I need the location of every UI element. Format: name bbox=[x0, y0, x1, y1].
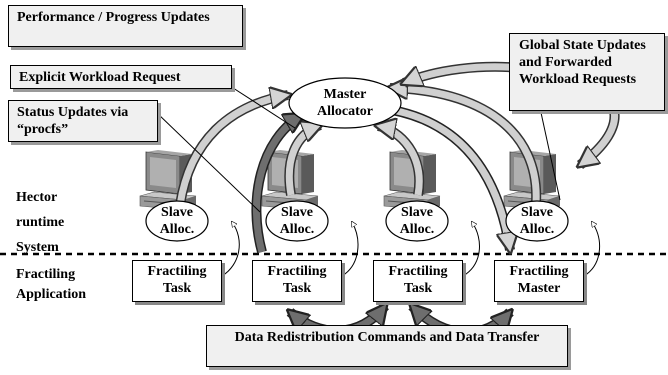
explicit-request-callout: Explicit Workload Request bbox=[10, 65, 232, 89]
master-allocator-label: Master Allocator bbox=[317, 87, 373, 119]
callout-pointer bbox=[156, 112, 261, 213]
fractiling-task-box: Fractiling Task bbox=[132, 260, 222, 302]
task-status-arrow bbox=[221, 222, 240, 277]
hector-layer-label: Hector runtime System bbox=[16, 190, 65, 255]
task-status-arrow bbox=[341, 222, 359, 277]
data-redistribution-callout: Data Redistribution Commands and Data Tr… bbox=[206, 325, 568, 367]
performance-callout: Performance / Progress Updates bbox=[8, 5, 243, 47]
slave-allocator-node bbox=[505, 200, 569, 242]
workload-request-arrow bbox=[253, 115, 302, 253]
slave-to-master-arrow bbox=[176, 95, 288, 206]
callout-pointer bbox=[229, 85, 296, 129]
master-to-master-task-arrow bbox=[391, 106, 510, 250]
fractiling-master-box: Fractiling Master bbox=[494, 260, 584, 302]
master-allocator-node bbox=[288, 77, 402, 129]
global-state-callout: Global State Updates and Forwarded Workl… bbox=[509, 33, 665, 111]
slave-allocator-node bbox=[265, 200, 329, 242]
slave-allocator-label: Slave Alloc. bbox=[159, 205, 195, 237]
callout-pointer bbox=[539, 107, 561, 201]
slave-to-master-arrow bbox=[285, 125, 320, 196]
slave-allocator-label: Slave Alloc. bbox=[399, 205, 435, 237]
task-status-arrow bbox=[462, 222, 480, 277]
task-status-arrow bbox=[583, 222, 601, 277]
fractiling-task-box: Fractiling Task bbox=[373, 260, 463, 302]
slave-allocator-node bbox=[145, 200, 209, 242]
fractiling-layer-label: Fractiling Application bbox=[16, 267, 87, 302]
status-updates-callout: Status Updates via “procfs” bbox=[8, 100, 158, 142]
fractiling-task-box: Fractiling Task bbox=[252, 260, 342, 302]
slave-allocator-label: Slave Alloc. bbox=[279, 205, 315, 237]
slave-allocator-node bbox=[385, 200, 449, 242]
slave-allocator-label: Slave Alloc. bbox=[519, 205, 555, 237]
